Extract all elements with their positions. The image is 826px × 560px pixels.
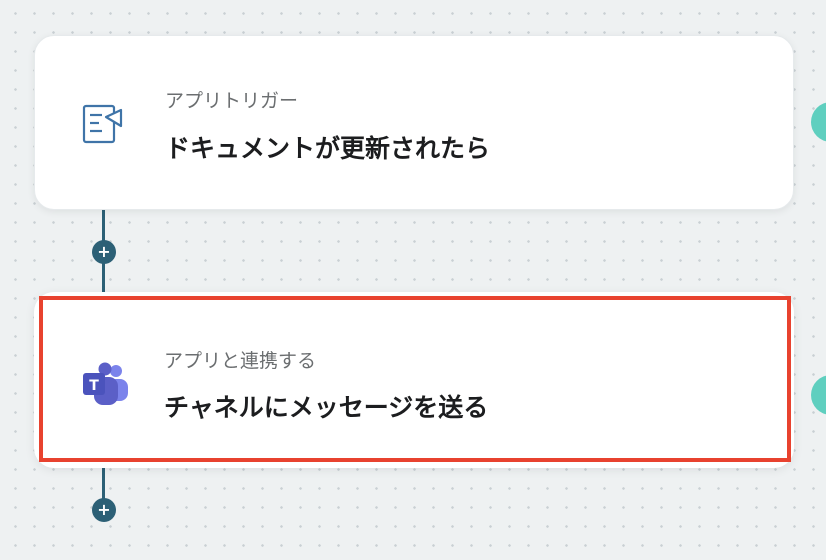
side-panel-tab[interactable]: ‹ bbox=[811, 375, 826, 415]
plus-icon: + bbox=[97, 242, 111, 261]
plus-icon: + bbox=[97, 500, 111, 519]
add-step-button[interactable]: + bbox=[92, 240, 116, 264]
step-title: ドキュメントが更新されたら bbox=[165, 134, 491, 163]
svg-text:T: T bbox=[89, 378, 99, 394]
step-type-label: アプリと連携する bbox=[164, 350, 317, 372]
add-step-button[interactable]: + bbox=[92, 498, 116, 522]
connector-line bbox=[102, 466, 105, 511]
side-panel-tab[interactable] bbox=[811, 102, 826, 142]
step-type-label: アプリトリガー bbox=[165, 90, 299, 112]
document-icon bbox=[81, 102, 127, 150]
step-title: チャネルにメッセージを送る bbox=[164, 393, 489, 422]
trigger-step-card[interactable]: アプリトリガー ドキュメントが更新されたら bbox=[34, 35, 794, 210]
action-step-card[interactable]: T アプリと連携する チャネルにメッセージを送る bbox=[39, 296, 791, 462]
microsoft-teams-icon: T bbox=[81, 362, 131, 412]
